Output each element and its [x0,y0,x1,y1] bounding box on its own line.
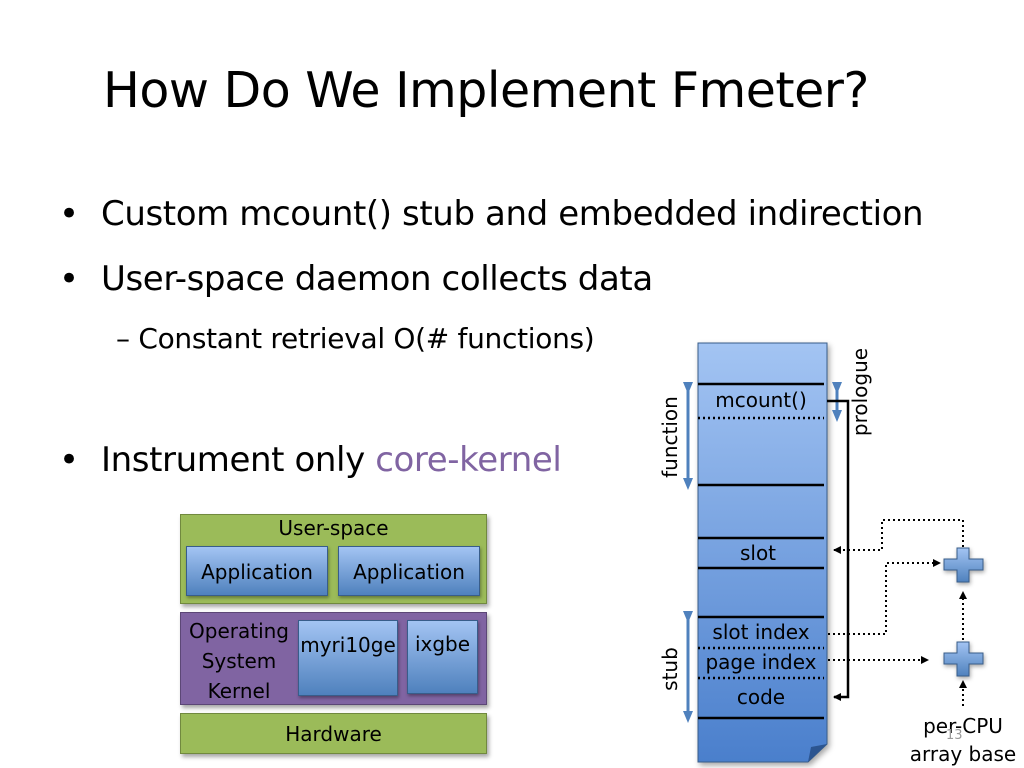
application-box-2 [338,546,480,596]
percpu-base-label: per-CPU array base [904,712,1022,768]
core-kernel-highlight: core-kernel [375,440,562,480]
userspace-label: User-space [278,516,389,540]
slide-number: 13 [946,728,963,743]
kernel-label: Operating System Kernel [180,616,298,706]
bullet-item-daemon: • User-space daemon collects data [59,259,653,299]
percpu-line1: per-CPU [923,714,1003,738]
bullet-text: User-space daemon collects data [101,259,653,299]
kernel-label-line2: System [201,649,277,673]
kernel-label-line3: Kernel [207,679,271,703]
plus-icon-bottom [943,641,984,677]
kernel-label-line1: Operating [189,619,289,643]
bullet-dot: • [59,440,79,480]
page-index-label: page index [705,650,817,674]
code-label: code [736,685,786,709]
driver-box-myri10ge [298,620,398,696]
hardware-label: Hardware [285,722,382,746]
plus-to-slot-arrow [833,519,964,554]
slide-title: How Do We Implement Fmeter? [103,62,869,119]
subbullet-item: – Constant retrieval O(# functions) [116,322,595,355]
application-box-1 [186,546,328,596]
driver-label-myri10ge: myri10ge [300,633,396,657]
slot-index-label: slot index [712,620,810,644]
subbullet-dash: – [116,322,130,355]
memory-dotted-lines [698,416,824,680]
bullet-text: Instrument only [101,440,376,480]
bullet-item-instrument: • Instrument only core-kernel [59,440,562,480]
driver-label-ixgbe: ixgbe [414,632,471,656]
percpu-line2: array base [909,742,1017,766]
slot-index-to-plus-arrow [828,559,941,635]
bullet-item-mcount: • Custom mcount() stub and embedded indi… [59,194,924,234]
slot-label: slot [739,541,777,565]
application-label-2: Application [353,560,465,584]
bullet-dot: • [59,259,79,299]
driver-box-ixgbe [407,620,478,694]
prologue-label: prologue [848,347,872,437]
folded-corner [808,744,827,762]
memory-boundaries [698,382,824,720]
mcount-label: mcount() [715,388,807,412]
bullet-text: Custom mcount() stub and embedded indire… [101,194,924,234]
bullet-dot: • [59,194,79,234]
plus-icon-top [943,547,984,583]
function-label: function [658,396,682,478]
hardware-layer [180,713,487,754]
subbullet-text: Constant retrieval O(# functions) [138,322,595,355]
stub-label: stub [658,647,682,691]
application-label-1: Application [201,560,313,584]
